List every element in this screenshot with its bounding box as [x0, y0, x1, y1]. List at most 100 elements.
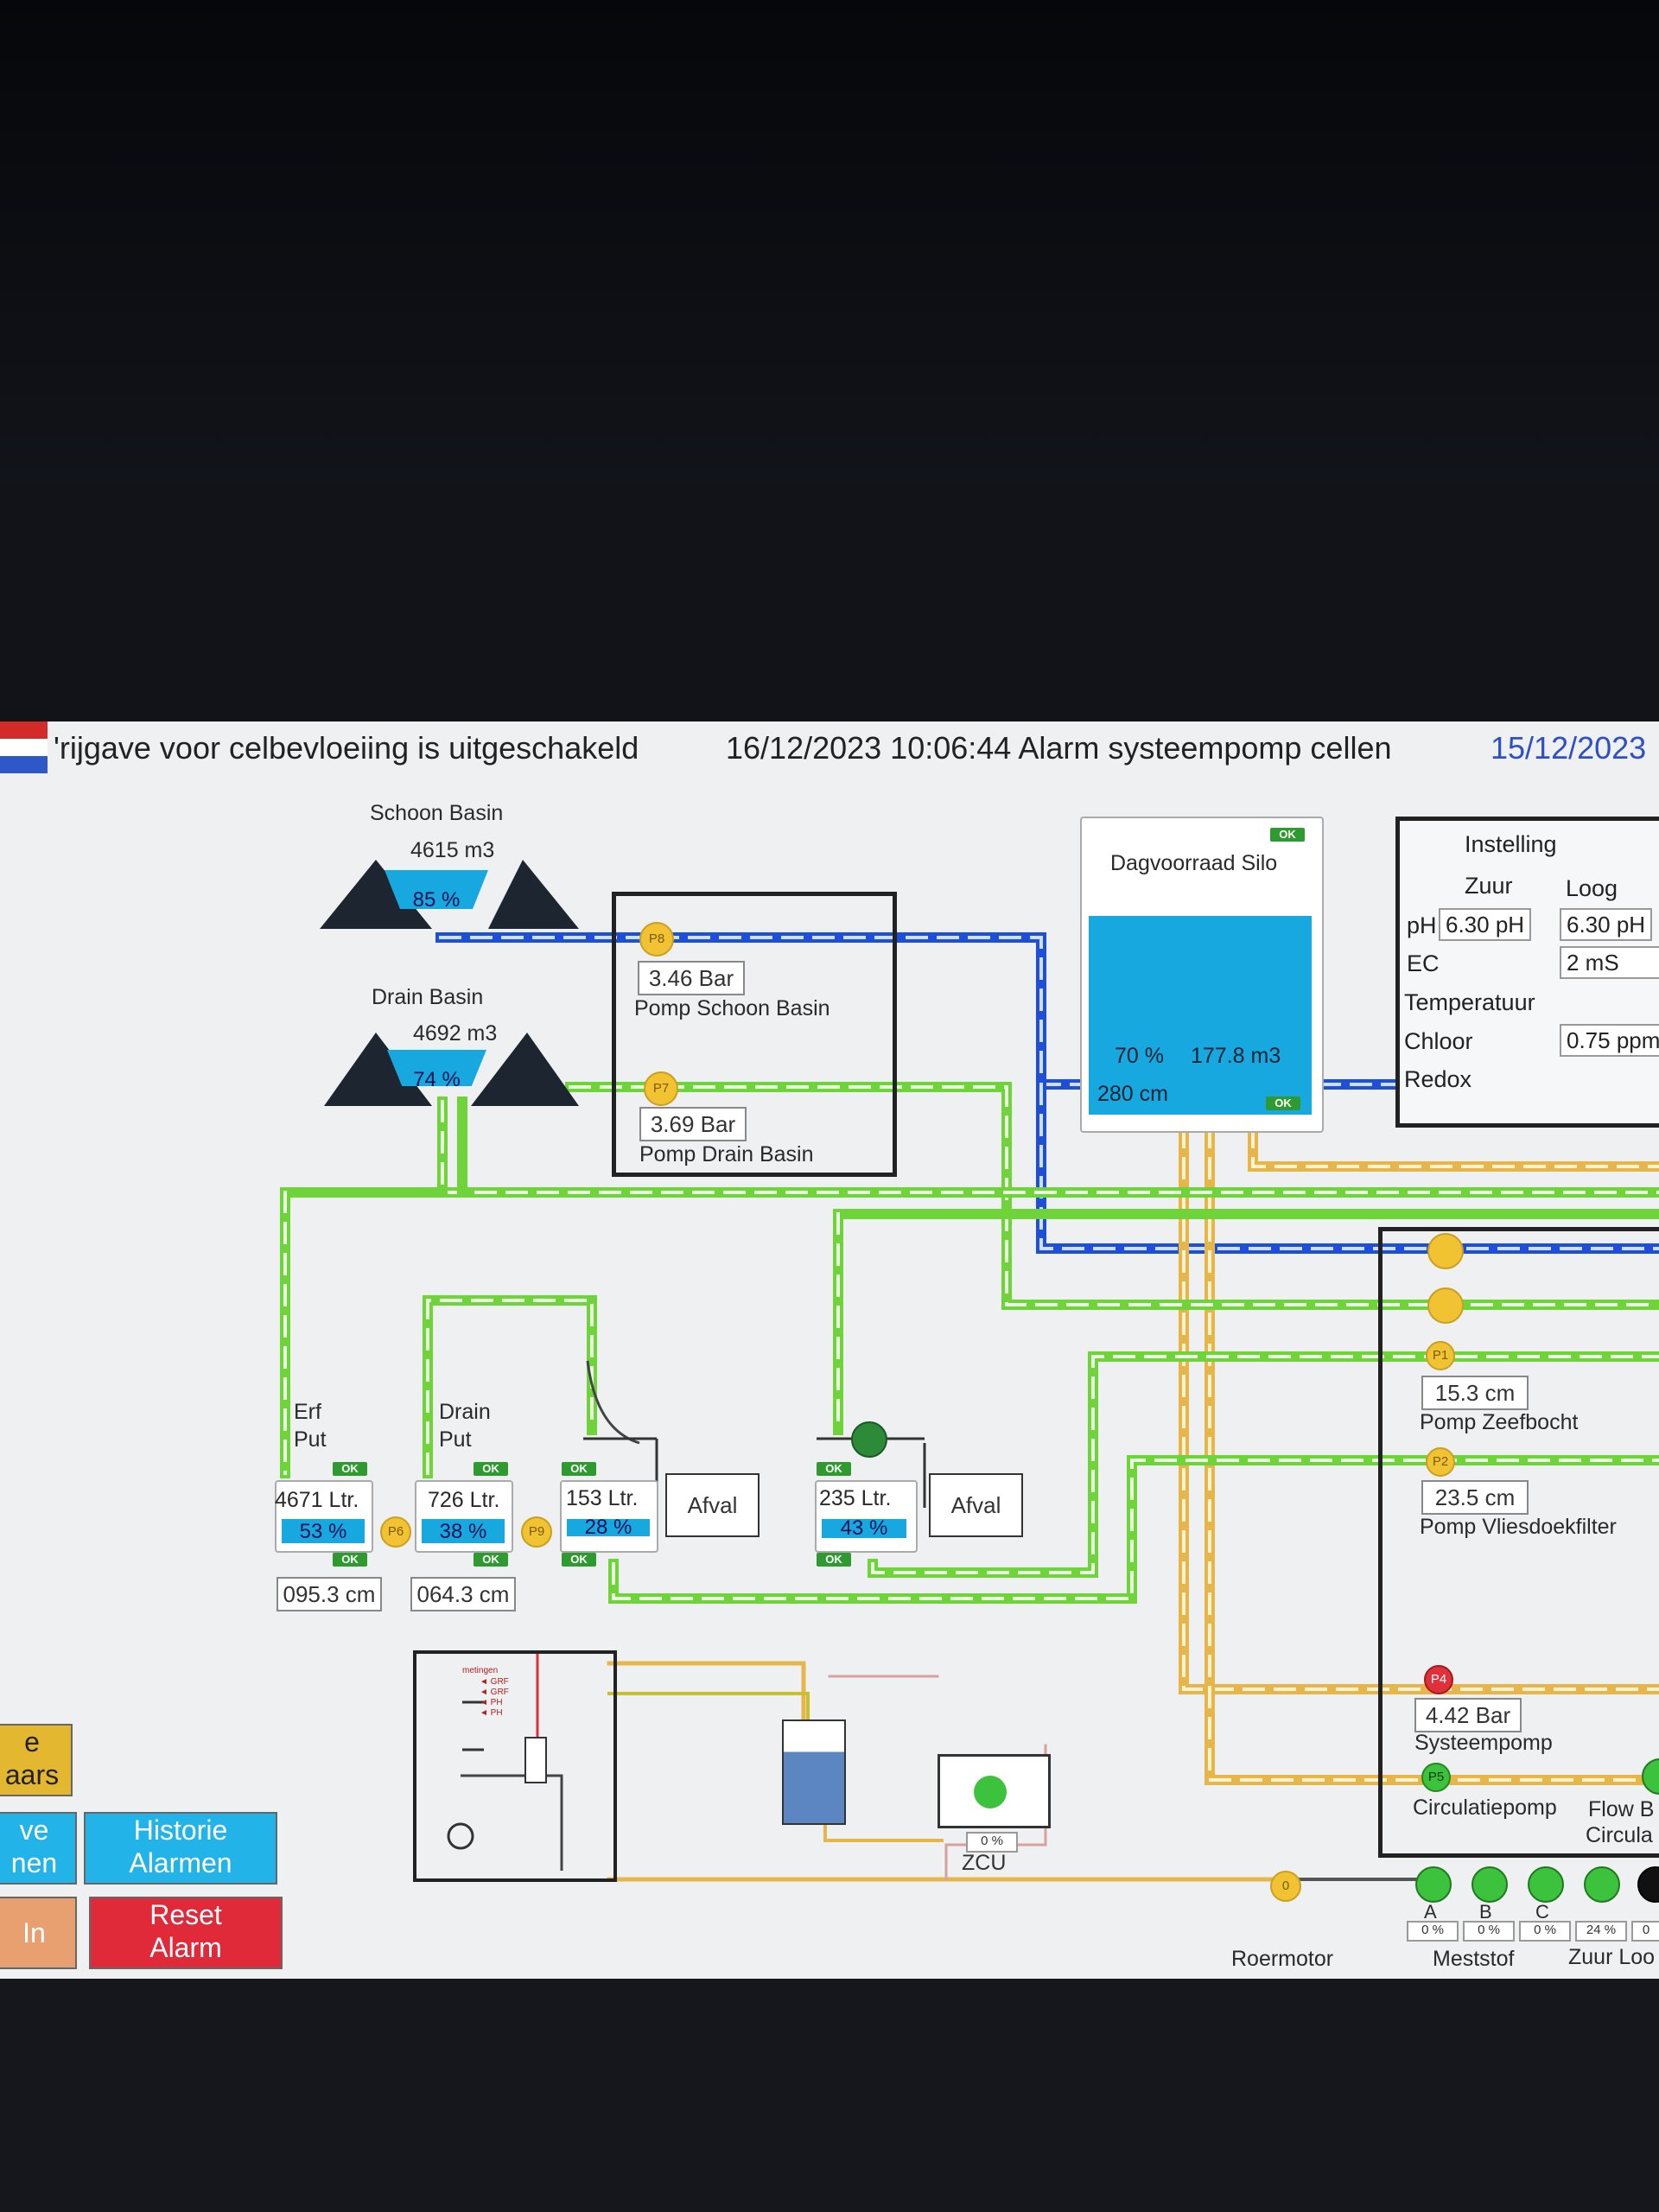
fourth-put-tank[interactable] — [815, 1480, 918, 1553]
drain-put-title-line1: Drain — [439, 1400, 491, 1424]
settings-ec-input[interactable]: 2 mS — [1560, 946, 1659, 979]
silo-percent: 70 % — [1115, 1044, 1164, 1068]
dosing-label-b: B — [1479, 1901, 1492, 1923]
fourth-put-status2: OK — [817, 1553, 851, 1567]
measurement-row: ◄ GRF — [480, 1688, 509, 1697]
silo-status-bottom: OK — [1266, 1096, 1300, 1110]
pump-p4-value: 4.42 Bar — [1414, 1698, 1522, 1732]
schoon-basin-level: 85 % — [385, 870, 488, 909]
banner-message-left: 'rijgave voor celbevloeiing is uitgescha… — [54, 730, 639, 766]
pump-p1-icon[interactable]: P1 — [1426, 1341, 1455, 1370]
dosing-tank[interactable] — [782, 1719, 846, 1825]
pump-p8-name: Pomp Schoon Basin — [634, 996, 830, 1020]
afval-left-box[interactable]: Afval — [665, 1473, 760, 1537]
erf-put-liters: 4671 Ltr. — [275, 1488, 359, 1512]
monitor-bezel-bottom — [0, 1979, 1659, 2212]
agitator-icon[interactable] — [851, 1421, 887, 1458]
pump-p5-icon[interactable]: P5 — [1421, 1763, 1451, 1792]
meststof-label: Meststof — [1433, 1947, 1515, 1971]
schoon-basin-volume: 4615 m3 — [410, 838, 495, 862]
dosing-zuur-icon[interactable] — [1584, 1866, 1620, 1903]
settings-ph-zuur-input[interactable]: 6.30 pH — [1439, 908, 1532, 941]
pump-p8-pressure: 3.46 Bar — [638, 961, 745, 995]
pump-p7-pressure: 3.69 Bar — [639, 1107, 747, 1141]
third-put-tank[interactable] — [560, 1480, 658, 1553]
fourth-put-status: OK — [817, 1462, 851, 1476]
afval-right-box[interactable]: Afval — [929, 1473, 1023, 1537]
drain-basin-title: Drain Basin — [372, 985, 484, 1009]
banner-message-right: 15/12/2023 — [1491, 730, 1647, 766]
dosing-percent-c: 0 % — [1519, 1921, 1571, 1942]
settings-title: Instelling — [1465, 831, 1557, 857]
historie-line1: Historie — [133, 1815, 228, 1846]
erf-put-level: 53 % — [282, 1519, 365, 1543]
dosing-percent-a: 0 % — [1407, 1921, 1459, 1942]
zcu-status-icon — [974, 1776, 1007, 1808]
language-flag-icon[interactable] — [0, 721, 48, 773]
pump-p4-icon[interactable]: P4 — [1424, 1665, 1453, 1694]
settings-chloor-input[interactable]: 0.75 ppm — [1560, 1024, 1659, 1057]
settings-col-loog: Loog — [1566, 875, 1618, 901]
reset-alarm-line2: Alarm — [149, 1932, 222, 1963]
erf-put-status: OK — [333, 1462, 367, 1476]
measurement-unit[interactable] — [413, 1650, 617, 1882]
dosing-a-icon[interactable] — [1415, 1866, 1452, 1903]
yellow-nav-line2: aars — [4, 1759, 60, 1790]
drain-put-status: OK — [474, 1462, 508, 1476]
pump-p6-icon[interactable]: P6 — [380, 1516, 411, 1548]
pump-p2-icon[interactable]: P2 — [1426, 1447, 1455, 1477]
reset-alarm-line1: Reset — [149, 1899, 222, 1930]
right-pump-middle-icon[interactable] — [1427, 1287, 1464, 1324]
drain-basin-level: 74 % — [387, 1050, 486, 1086]
blue-nav-line2: nen — [10, 1847, 58, 1878]
pump-p8-icon[interactable]: P8 — [639, 922, 674, 957]
measurement-row: ◄ PH — [480, 1698, 503, 1707]
pump-house-frame — [612, 892, 897, 1177]
orange-nav-button[interactable]: In — [0, 1897, 77, 1969]
drain-put-title-line2: Put — [439, 1427, 472, 1452]
drain-put-height: 064.3 cm — [410, 1577, 516, 1611]
pump-p7-icon[interactable]: P7 — [644, 1071, 678, 1106]
drain-basin-volume: 4692 m3 — [413, 1021, 498, 1046]
yellow-nav-line1: e — [24, 1726, 40, 1758]
pump-p4-name: Systeempomp — [1414, 1731, 1553, 1755]
dosing-b-icon[interactable] — [1471, 1866, 1508, 1903]
pipe-network — [280, 860, 1659, 1882]
flow-label: Flow B — [1588, 1797, 1655, 1821]
pump-p7-name: Pomp Drain Basin — [639, 1142, 814, 1166]
settings-ph-label: pH — [1407, 912, 1437, 938]
settings-temp-label: Temperatuur — [1404, 989, 1535, 1015]
sensor-vessel — [524, 1737, 547, 1783]
silo-status-top: OK — [1270, 828, 1305, 842]
settings-ph-loog-input[interactable]: 6.30 pH — [1560, 908, 1653, 941]
dosing-c-icon[interactable] — [1528, 1866, 1564, 1903]
pump-p9-icon[interactable]: P9 — [521, 1516, 552, 1548]
silo-title: Dagvoorraad Silo — [1110, 851, 1278, 875]
blue-nav-line1: ve — [19, 1815, 49, 1846]
roermotor-label: Roermotor — [1231, 1947, 1334, 1971]
dosing-percent-b: 0 % — [1463, 1921, 1515, 1942]
settings-ec-label: EC — [1407, 950, 1440, 976]
erf-put-title-line1: Erf — [294, 1400, 321, 1424]
dosing-percent-zuur: 24 % — [1575, 1921, 1627, 1942]
right-pump-upper-icon[interactable] — [1427, 1233, 1464, 1269]
third-put-status2: OK — [562, 1553, 596, 1567]
fourth-put-liters: 235 Ltr. — [819, 1486, 892, 1510]
filter-section-frame — [1378, 1227, 1659, 1858]
silo-height: 280 cm — [1097, 1082, 1168, 1106]
fourth-put-level: 43 % — [822, 1518, 906, 1539]
drain-basin-percent: 74 % — [413, 1068, 461, 1091]
banner-message-center: 16/12/2023 10:06:44 Alarm systeempomp ce… — [726, 730, 1392, 766]
pump-p5-name: Circulatiepomp — [1413, 1796, 1557, 1820]
schoon-basin-title: Schoon Basin — [370, 801, 504, 825]
schoon-basin-percent: 85 % — [412, 888, 461, 912]
pump-p2-value: 23.5 cm — [1421, 1480, 1529, 1515]
roermotor-icon[interactable]: 0 — [1270, 1871, 1301, 1902]
measurement-title: metingen — [462, 1666, 499, 1675]
silo-volume: 177.8 m3 — [1191, 1044, 1281, 1068]
third-put-liters: 153 Ltr. — [566, 1486, 639, 1510]
